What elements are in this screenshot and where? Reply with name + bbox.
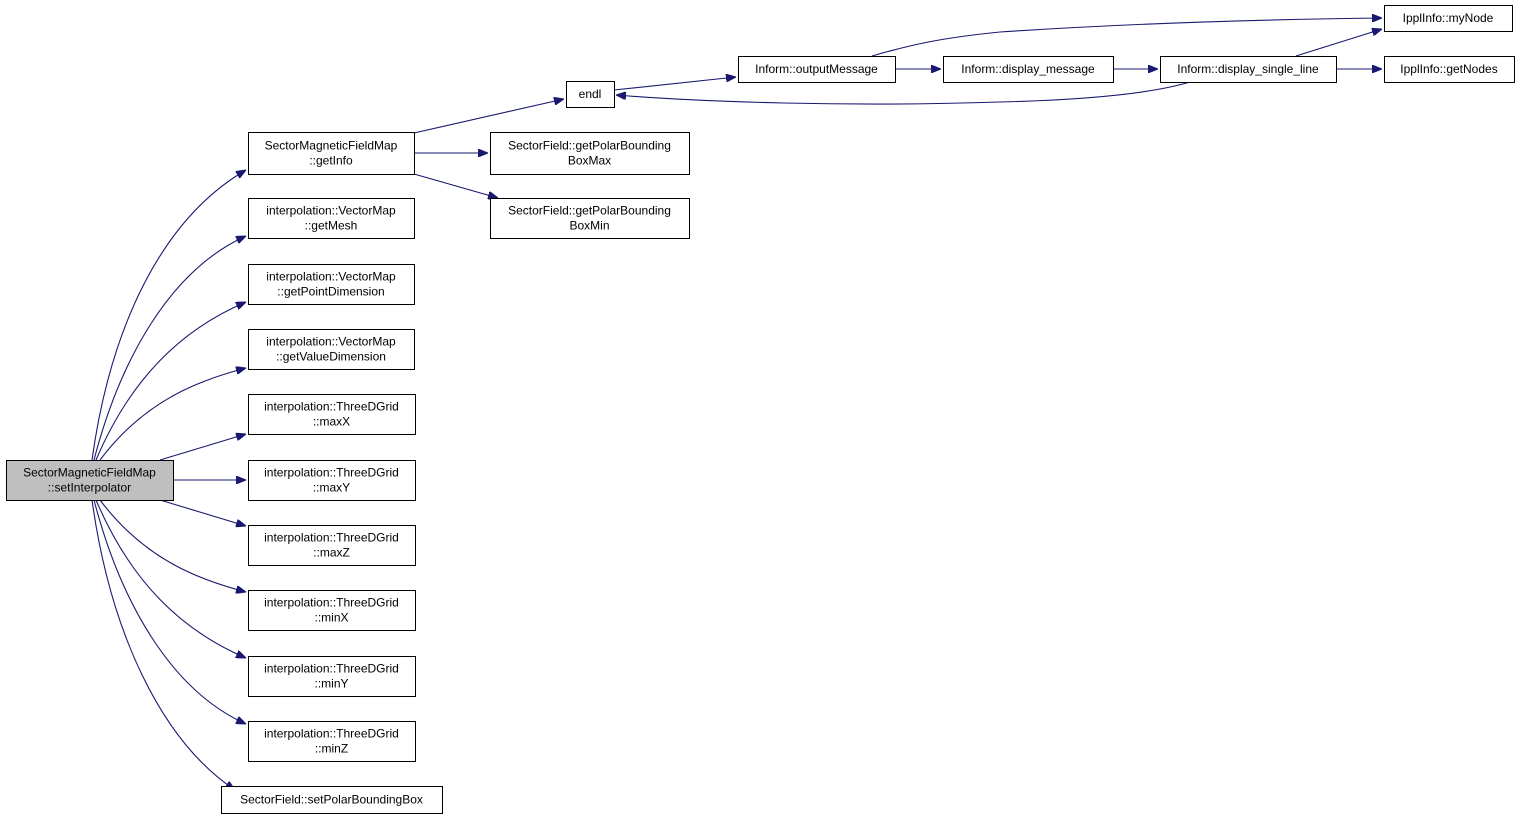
node-box — [248, 329, 415, 370]
node-max-y[interactable]: interpolation::ThreeDGrid::maxY — [248, 460, 416, 501]
node-box — [1384, 56, 1515, 83]
node-label: ::maxZ — [313, 546, 350, 560]
node-label: ::getMesh — [305, 219, 358, 233]
call-edge-root-to-maxX — [159, 434, 246, 461]
call-edge-root-to-getPointDimension — [95, 302, 246, 461]
node-display-single-line[interactable]: Inform::display_single_line — [1160, 56, 1337, 83]
node-label: interpolation::ThreeDGrid — [264, 466, 399, 480]
node-display-message[interactable]: Inform::display_message — [943, 56, 1114, 83]
node-label: ::maxX — [313, 415, 350, 429]
node-box — [1160, 56, 1337, 83]
node-box — [248, 525, 416, 566]
node-label: ::maxY — [313, 481, 350, 495]
node-label: Inform::outputMessage — [755, 62, 878, 76]
node-get-point-dimension[interactable]: interpolation::VectorMap::getPointDimens… — [248, 264, 415, 305]
call-edge-getInfo-to-getPolarBoundingBoxMin — [413, 173, 498, 198]
call-edge-outputMessage-to-myNode — [871, 18, 1382, 57]
node-label: SectorField::getPolarBounding — [508, 204, 671, 218]
node-label: SectorMagneticFieldMap — [23, 466, 156, 480]
node-endl[interactable]: endl — [566, 81, 615, 108]
node-label: interpolation::ThreeDGrid — [264, 400, 399, 414]
node-box — [248, 198, 415, 239]
node-box — [738, 56, 896, 83]
call-edge-root-to-getMesh — [93, 236, 246, 461]
call-edge-display_single_line-to-myNode — [1295, 29, 1382, 57]
call-edge-root-to-getInfo — [91, 170, 246, 461]
node-label: IpplInfo::getNodes — [1400, 62, 1497, 76]
node-label: interpolation::VectorMap — [266, 270, 396, 284]
call-edge-root-to-minX — [99, 499, 246, 592]
node-label: interpolation::VectorMap — [266, 204, 396, 218]
node-get-value-dimension[interactable]: interpolation::VectorMap::getValueDimens… — [248, 329, 415, 370]
node-label: ::getInfo — [309, 154, 353, 168]
node-label: SectorMagneticFieldMap — [265, 139, 398, 153]
node-get-nodes[interactable]: IpplInfo::getNodes — [1384, 56, 1515, 83]
node-output-message[interactable]: Inform::outputMessage — [738, 56, 896, 83]
node-label: ::minX — [314, 611, 348, 625]
node-label: Inform::display_single_line — [1177, 62, 1319, 76]
node-label: interpolation::ThreeDGrid — [264, 596, 399, 610]
node-label: interpolation::VectorMap — [266, 335, 396, 349]
node-get-info[interactable]: SectorMagneticFieldMap::getInfo — [248, 132, 415, 175]
node-label: ::getPointDimension — [277, 285, 384, 299]
node-box — [490, 198, 690, 239]
node-label: interpolation::ThreeDGrid — [264, 531, 399, 545]
call-edge-root-to-getValueDimension — [99, 368, 246, 461]
node-root[interactable]: SectorMagneticFieldMap::setInterpolator — [6, 460, 174, 501]
node-box — [248, 590, 416, 631]
node-max-x[interactable]: interpolation::ThreeDGrid::maxX — [248, 394, 416, 435]
node-box — [943, 56, 1114, 83]
node-box — [490, 132, 690, 175]
nodes-layer: SectorMagneticFieldMap::setInterpolatorS… — [6, 5, 1515, 814]
node-label: Inform::display_message — [961, 62, 1095, 76]
node-box — [1384, 5, 1513, 32]
node-get-mesh[interactable]: interpolation::VectorMap::getMesh — [248, 198, 415, 239]
node-label: ::setInterpolator — [48, 481, 131, 495]
call-edge-display_single_line-to-endl — [616, 81, 1191, 105]
node-min-y[interactable]: interpolation::ThreeDGrid::minY — [248, 656, 416, 697]
node-label: ::minY — [314, 677, 348, 691]
node-label: ::getValueDimension — [276, 350, 386, 364]
node-label: interpolation::ThreeDGrid — [264, 727, 399, 741]
call-edge-root-to-minY — [95, 499, 246, 658]
node-set-polar-bounding-box[interactable]: SectorField::setPolarBoundingBox — [221, 786, 443, 814]
call-edge-getInfo-to-endl — [413, 99, 564, 134]
node-box — [248, 264, 415, 305]
node-label: BoxMax — [568, 154, 611, 168]
node-label: ::minZ — [315, 742, 348, 756]
call-edge-root-to-setPolarBoundingBox — [91, 499, 235, 790]
node-min-z[interactable]: interpolation::ThreeDGrid::minZ — [248, 721, 416, 762]
node-max-z[interactable]: interpolation::ThreeDGrid::maxZ — [248, 525, 416, 566]
call-edge-root-to-maxZ — [159, 499, 246, 526]
node-box — [566, 81, 615, 108]
node-label: SectorField::setPolarBoundingBox — [240, 793, 423, 807]
node-my-node[interactable]: IpplInfo::myNode — [1384, 5, 1513, 32]
node-label: interpolation::ThreeDGrid — [264, 662, 399, 676]
node-min-x[interactable]: interpolation::ThreeDGrid::minX — [248, 590, 416, 631]
node-box — [248, 656, 416, 697]
node-label: IpplInfo::myNode — [1403, 11, 1494, 25]
edges-layer — [91, 18, 1382, 790]
node-label: SectorField::getPolarBounding — [508, 139, 671, 153]
call-edge-endl-to-outputMessage — [613, 77, 736, 91]
call-edge-root-to-minZ — [93, 499, 246, 724]
node-box — [248, 460, 416, 501]
node-box — [248, 721, 416, 762]
node-box — [248, 394, 416, 435]
node-box — [248, 132, 415, 175]
node-label: BoxMin — [569, 219, 609, 233]
node-box — [221, 786, 443, 814]
node-label: endl — [579, 87, 602, 101]
node-box — [6, 460, 174, 501]
